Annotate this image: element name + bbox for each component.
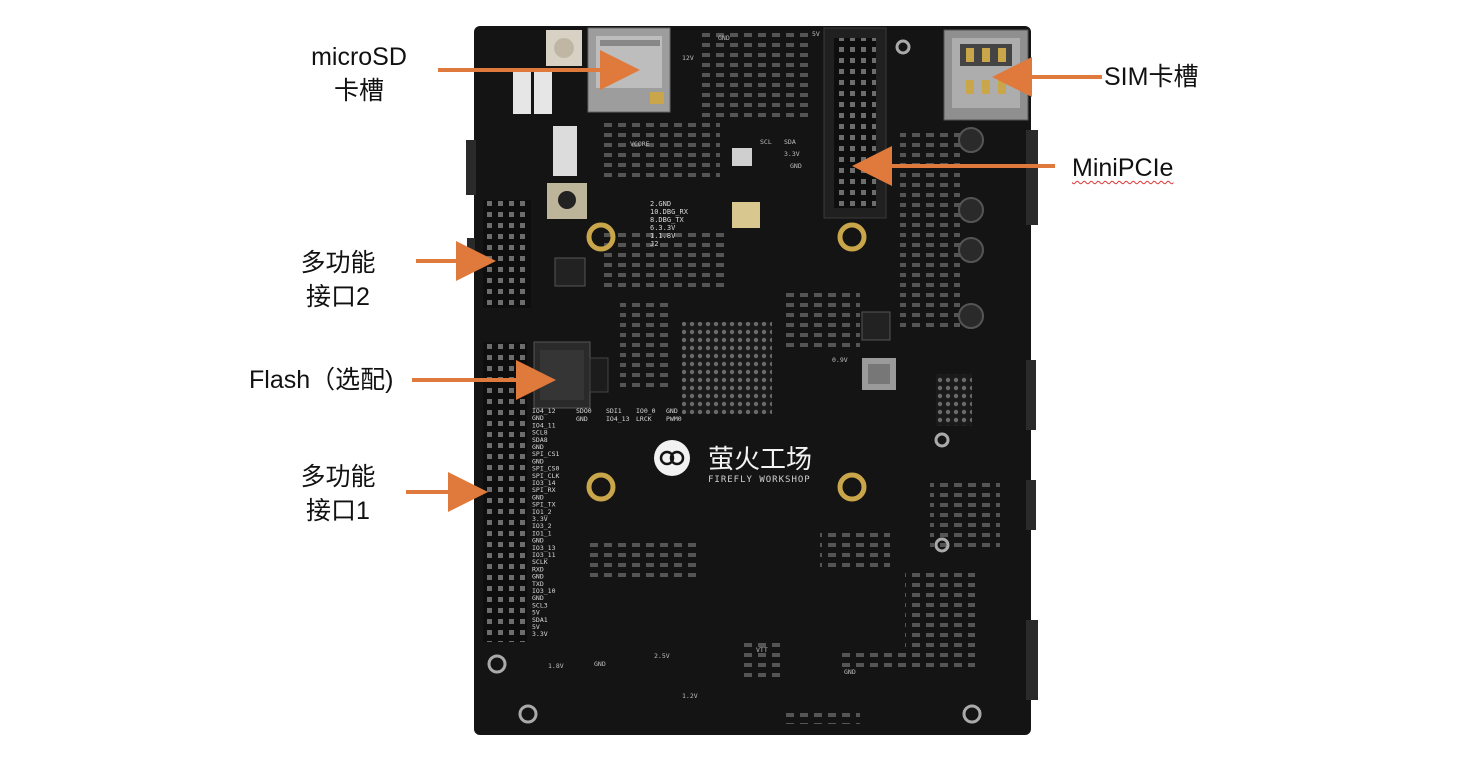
pin-label: IO4_11 [532, 421, 556, 429]
pin-label: IO4_12 [532, 407, 556, 415]
pin-label: IO0_0 [636, 407, 656, 415]
label-multi1-line2: 接口1 [306, 497, 370, 525]
label-sim: SIM卡槽 [1104, 60, 1198, 94]
label-flash: Flash（选配) [249, 363, 393, 397]
pin-label: GND [532, 457, 544, 465]
pin-label: SCLK [532, 558, 548, 566]
misc-label: SCL [760, 138, 772, 146]
header-2 [483, 200, 531, 308]
pin-label: 5V [532, 609, 540, 617]
label-sim-text: SIM卡槽 [1104, 63, 1199, 91]
pin-label: GND [532, 493, 544, 501]
misc-label: GND [844, 668, 856, 676]
pin-label: GND [532, 414, 544, 422]
debug-label: 6.3.3V [650, 224, 676, 232]
pin-label: 3.3V [532, 630, 548, 638]
misc-label: VTT [756, 646, 768, 654]
misc-label: GND [790, 162, 802, 170]
label-minipcie: MiniPCIe [1072, 151, 1173, 185]
pin-label: IO3_10 [532, 587, 556, 595]
misc-label: SDA [784, 138, 796, 146]
label-multi2: 多功能 接口2 [286, 246, 390, 314]
misc-label: VCORE [630, 140, 650, 148]
pin-label: SDO0 [576, 407, 592, 415]
pin-label: 3.3V [532, 515, 548, 523]
pin-label: GND [666, 407, 678, 415]
debug-label: 10.DBG_RX [650, 208, 689, 216]
pin-label: GND [532, 537, 544, 545]
label-minipcie-text: MiniPCIe [1072, 154, 1174, 182]
label-microsd-line2: 卡槽 [333, 77, 384, 105]
header-1 [483, 342, 527, 642]
pin-label: IO3_11 [532, 551, 556, 559]
pin-label: SPI_CLK [532, 472, 559, 480]
soc-bga [682, 322, 772, 414]
pin-label: SCL3 [532, 601, 548, 609]
label-microsd: microSD 卡槽 [296, 40, 422, 108]
pin-label: SPI_RX [532, 486, 556, 494]
pin-label: SDI1 [606, 407, 622, 415]
logo-cn-text: 萤火工场 [708, 445, 812, 475]
label-microsd-line1: microSD [311, 43, 407, 71]
misc-label: 5V [812, 30, 820, 38]
pin-label: SPI_CS1 [532, 450, 559, 458]
debug-label: 8.DBG_TX [650, 216, 685, 224]
debug-label: J2 [650, 240, 658, 248]
pin-label: PWM0 [666, 415, 682, 423]
misc-label: 0.9V [832, 356, 848, 364]
pin-label: GND [532, 594, 544, 602]
label-flash-text: Flash（选配) [249, 366, 394, 394]
pin-label: IO4_13 [606, 415, 630, 423]
header-1-pin-labels: IO4_12GNDIO4_11SCL8SDA8GNDSPI_CS1GNDSPI_… [532, 407, 559, 638]
pin-label: TXD [532, 580, 544, 588]
pin-label: IO3_2 [532, 522, 552, 530]
misc-label: 3.3V [784, 150, 800, 158]
pin-label: GND [532, 573, 544, 581]
misc-label: GND [718, 34, 730, 42]
pin-label: SPI_CS0 [532, 465, 559, 473]
label-multi1-line1: 多功能 [300, 463, 376, 491]
logo-en-text: FIREFLY WORKSHOP [708, 475, 811, 485]
pin-label: SCL8 [532, 429, 548, 437]
pin-label: GND [532, 443, 544, 451]
debug-label: 2.GND [650, 200, 671, 208]
pin-label: RXD [532, 565, 544, 573]
pin-label: IO3_13 [532, 544, 556, 552]
misc-label: 2.5V [654, 652, 670, 660]
label-multi1: 多功能 接口1 [286, 460, 390, 528]
pin-label: SDA1 [532, 616, 548, 624]
pin-label: IO1_1 [532, 529, 552, 537]
pin-label: SPI_TX [532, 501, 556, 509]
misc-silkscreen: GND 5V 12V VCORE SCL SDA 3.3V GND 0.9V 1.8V GND 2.5… [548, 30, 856, 700]
pin-label: SDA8 [532, 436, 548, 444]
debug-label: 1.1.8V [650, 232, 676, 240]
label-multi2-line2: 接口2 [306, 283, 370, 311]
pin-label: LRCK [636, 415, 652, 423]
misc-label: GND [594, 660, 606, 668]
misc-label: 1.8V [548, 662, 564, 670]
misc-label: 12V [682, 54, 694, 62]
pin-label: IO1_2 [532, 508, 552, 516]
pin-label: IO3_14 [532, 479, 556, 487]
label-multi2-line1: 多功能 [300, 249, 376, 277]
pin-label: GND [576, 415, 588, 423]
pin-label: 5V [532, 623, 540, 631]
misc-label: 1.2V [682, 692, 698, 700]
